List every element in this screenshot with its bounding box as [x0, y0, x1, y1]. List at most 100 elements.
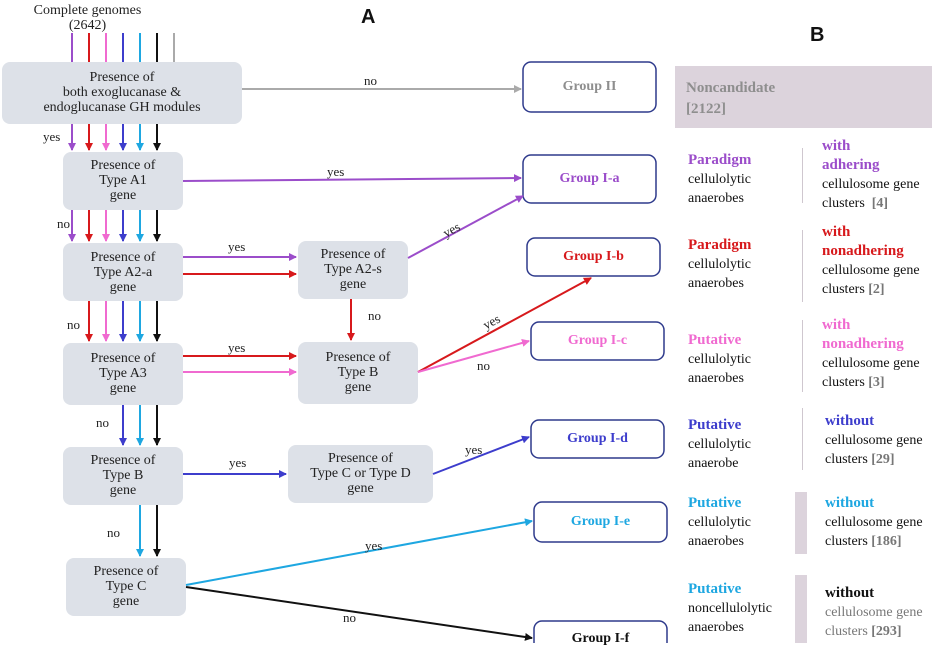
b-row5-col2: without cellulosome gene clusters [186] — [825, 494, 923, 551]
edge-label-no: no — [477, 358, 490, 373]
line: Type C or Type D — [310, 466, 411, 481]
b-row6-count: [293] — [871, 624, 902, 639]
group-box-i-e — [533, 501, 668, 543]
b-row4-line: anaerobe — [688, 456, 739, 471]
b-row4-col2-title: without — [825, 413, 875, 429]
clusters-text: clusters — [825, 534, 868, 549]
line: Presence of — [320, 247, 386, 262]
decision-text-type-b: Presence of Type B gene — [63, 453, 183, 498]
panel-a-letter: A — [361, 6, 376, 28]
decision-box-type-c-or-d — [288, 445, 433, 503]
decision-box-type-a2s — [298, 241, 408, 299]
line: endoglucanase GH modules — [43, 100, 201, 115]
b-row5-line: cellulolytic — [688, 515, 751, 530]
line: gene — [109, 280, 137, 295]
b-row4-col1: Putative cellulolytic anaerobe — [688, 416, 751, 473]
line: Presence of — [325, 350, 391, 365]
b-row3-line: anaerobes — [688, 371, 744, 386]
clusters-text: clusters — [822, 196, 865, 211]
complete-genomes-label: Complete genomes (2642) — [10, 3, 165, 33]
b-row1-title: Paradigm — [688, 152, 752, 168]
line: Presence of — [90, 250, 156, 265]
line: gene — [109, 483, 137, 498]
b-row3-count: [3] — [868, 375, 885, 390]
line: gene — [339, 277, 367, 292]
divider-row5 — [795, 492, 807, 554]
b-row2-col2-title: nonadhering — [822, 243, 904, 259]
b-row3-col2-line: cellulosome gene — [822, 356, 920, 371]
line: Type C — [105, 579, 147, 594]
line: Presence of — [90, 351, 156, 366]
b-row5-col2-last: clusters [186] — [825, 532, 923, 551]
panel-b-letter: B — [810, 24, 825, 46]
line: both exoglucanase & — [62, 85, 182, 100]
edge-label-yes: yes — [228, 239, 246, 254]
b-row2-col1: Paradigm cellulolytic anaerobes — [688, 236, 751, 293]
b-row1-col2-last: clusters [4] — [822, 194, 920, 213]
group-box-i-a — [522, 154, 657, 204]
edge-label-yes: yes — [229, 455, 247, 470]
group-ii-label: Group II — [562, 79, 617, 94]
noncandidate-label: Noncandidate — [686, 80, 776, 96]
edge-label-no: no — [67, 317, 80, 332]
edge-label-yes: yes — [43, 129, 61, 144]
b-row1-col2-line: cellulosome gene — [822, 177, 920, 192]
edge-label-no: no — [107, 525, 120, 540]
line: gene — [344, 380, 372, 395]
noncandidate-block: Noncandidate [2122] — [675, 66, 932, 128]
edge-label-yes: yes — [465, 442, 483, 457]
b-row1-line: cellulolytic — [688, 172, 751, 187]
clusters-text: clusters — [825, 624, 868, 639]
decision-text-type-c-or-d: Presence of Type C or Type D gene — [288, 451, 433, 496]
decision-box-type-a3 — [63, 343, 183, 405]
divider-row4 — [802, 408, 803, 470]
divider-row6 — [795, 575, 807, 643]
line: gene — [109, 381, 137, 396]
decision-text-type-b-secondary: Presence of Type B gene — [298, 350, 418, 395]
b-row1-col2-title: with — [822, 138, 851, 154]
b-row2-line: cellulolytic — [688, 257, 751, 272]
complete-genomes-count: (2642) — [68, 18, 107, 33]
edge-label-no: no — [368, 308, 381, 323]
edge-label-yes: yes — [327, 164, 345, 179]
decision-text-type-c: Presence of Type C gene — [66, 564, 186, 609]
clusters-text: clusters — [822, 375, 865, 390]
b-row5-col2-line: cellulosome gene — [825, 515, 923, 530]
edge-label-no: no — [343, 610, 356, 625]
divider-row1 — [802, 148, 803, 203]
line: gene — [112, 594, 140, 609]
group-i-e-label: Group I-e — [570, 514, 631, 529]
b-row5-col2-title: without — [825, 495, 875, 511]
b-row6-col2-title: without — [825, 585, 875, 601]
b-row6-col2-line: cellulosome gene — [825, 605, 923, 620]
decision-text-type-a3: Presence of Type A3 gene — [63, 351, 183, 396]
b-row6-line: noncellulolytic — [688, 601, 772, 616]
b-row2-title: Paradigm — [688, 237, 752, 253]
b-row5-title: Putative — [688, 495, 742, 511]
b-row6-col2: without cellulosome gene clusters [293] — [825, 584, 923, 641]
b-row4-col2-last: clusters [29] — [825, 450, 923, 469]
line: Presence of — [90, 453, 156, 468]
b-row4-title: Putative — [688, 417, 742, 433]
line: Type A2-a — [93, 265, 153, 280]
decision-box-type-a2a — [63, 243, 183, 301]
b-row4-col2-line: cellulosome gene — [825, 433, 923, 448]
b-row4-count: [29] — [871, 452, 895, 467]
line: Type A1 — [99, 173, 147, 188]
decision-text-exo-endo: Presence of both exoglucanase & endogluc… — [2, 70, 242, 115]
b-row2-count: [2] — [868, 282, 885, 297]
b-row4-col2: without cellulosome gene clusters [29] — [825, 412, 923, 469]
b-row2-col2: with nonadhering cellulosome gene cluste… — [822, 223, 920, 299]
noncandidate-count: [2122] — [686, 101, 726, 117]
decision-box-type-c — [66, 558, 186, 616]
b-row3-line: cellulolytic — [688, 352, 751, 367]
b-row1-col2: with adhering cellulosome gene clusters … — [822, 137, 920, 213]
b-row6-line: anaerobes — [688, 620, 744, 635]
decision-box-exo-endo — [2, 62, 242, 124]
group-i-b-label: Group I-b — [563, 249, 624, 264]
b-row5-line: anaerobes — [688, 534, 744, 549]
b-row1-col1: Paradigm cellulolytic anaerobes — [688, 151, 751, 208]
line: Type A3 — [99, 366, 147, 381]
group-box-i-c — [530, 321, 665, 361]
line: Type A2-s — [324, 262, 382, 277]
